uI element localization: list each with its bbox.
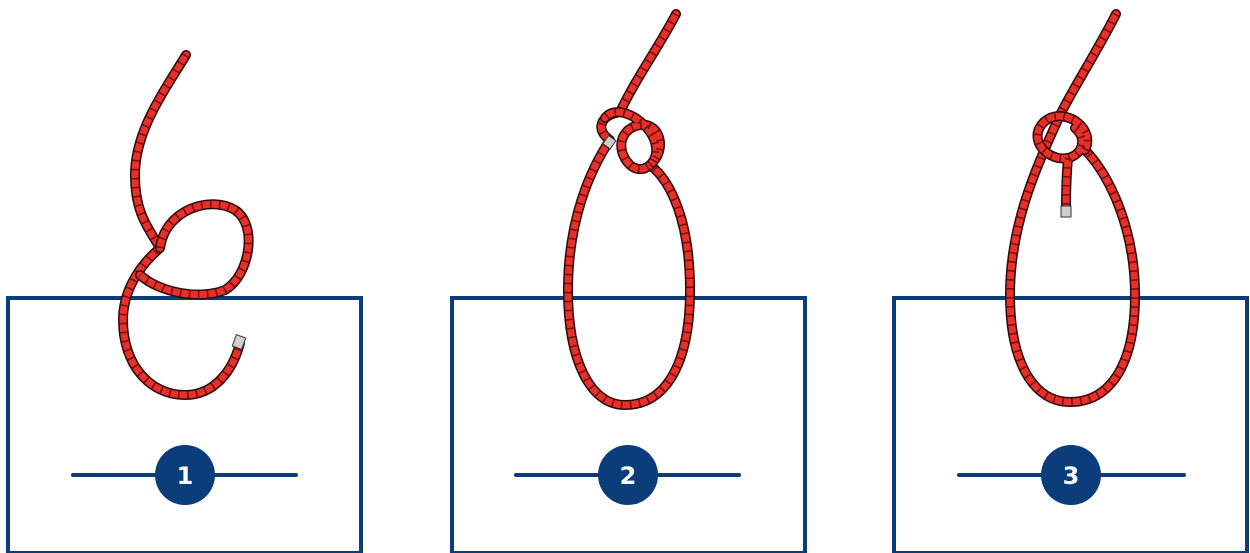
step-1-number: 1	[177, 462, 194, 490]
step-3-rope	[1005, 9, 1140, 407]
step-1-frame	[6, 296, 363, 553]
step-1-panel: 1	[6, 50, 363, 553]
step-2-badge	[598, 445, 658, 505]
step-1-badge	[155, 445, 215, 505]
step-3-number: 3	[1063, 462, 1080, 490]
step-2-panel: 2	[450, 9, 807, 553]
step-2-rope	[563, 9, 695, 410]
step-2-number: 2	[620, 462, 637, 490]
step-2-frame	[450, 296, 807, 553]
step-3-panel: 3	[892, 9, 1249, 553]
step-1-rope	[118, 50, 254, 400]
step-3-frame	[892, 296, 1249, 553]
step-3-badge	[1041, 445, 1101, 505]
